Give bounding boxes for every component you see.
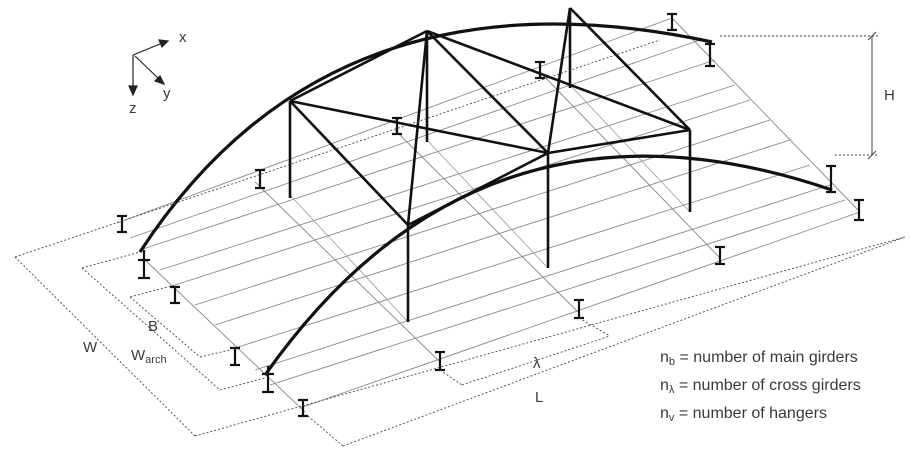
legend-row: nv = number of hangers xyxy=(660,405,827,424)
girder-section xyxy=(230,346,240,367)
dimension-arrows xyxy=(867,31,877,160)
dim-Warch-label: Warch xyxy=(131,348,167,366)
bracing xyxy=(289,7,691,227)
dim-L-label: L xyxy=(535,389,544,406)
girder-section xyxy=(435,350,445,372)
girder-section xyxy=(535,60,545,80)
legend: nb = number of main girders nλ = number … xyxy=(660,346,861,430)
axis-triad xyxy=(128,39,170,97)
dim-Warch-base: W xyxy=(131,347,146,364)
legend-row: nb = number of main girders xyxy=(660,349,858,368)
dim-Warch-sub: arch xyxy=(145,354,167,366)
girder-section xyxy=(667,12,677,32)
girder-section xyxy=(705,42,715,68)
girder-section xyxy=(262,366,274,394)
arches xyxy=(138,22,833,376)
girder-section xyxy=(255,168,265,190)
back-arch xyxy=(138,22,713,253)
dim-W-label: W xyxy=(83,339,98,356)
girder-section xyxy=(117,214,127,234)
girder-section xyxy=(854,198,864,222)
girder-section xyxy=(170,285,180,305)
axis-y-label: y xyxy=(163,85,171,102)
girder-sections xyxy=(117,12,864,418)
girder-section xyxy=(826,164,836,194)
girder-section xyxy=(392,116,402,136)
axis-x-label: x xyxy=(179,29,187,46)
hanger-ground-lines xyxy=(289,84,691,323)
dimension-lines xyxy=(14,35,906,447)
dim-lambda-label: λ xyxy=(533,355,541,372)
dim-B-label: B xyxy=(148,318,159,335)
girder-section xyxy=(298,398,308,418)
girder-section xyxy=(715,245,725,266)
dim-H-label: H xyxy=(884,87,895,104)
girder-section xyxy=(138,250,150,280)
front-arch xyxy=(263,154,833,376)
axis-z-label: z xyxy=(129,100,137,117)
legend-row: nλ = number of cross girders xyxy=(660,377,861,396)
deck-cross-lines xyxy=(144,17,861,413)
hangers xyxy=(288,8,692,322)
